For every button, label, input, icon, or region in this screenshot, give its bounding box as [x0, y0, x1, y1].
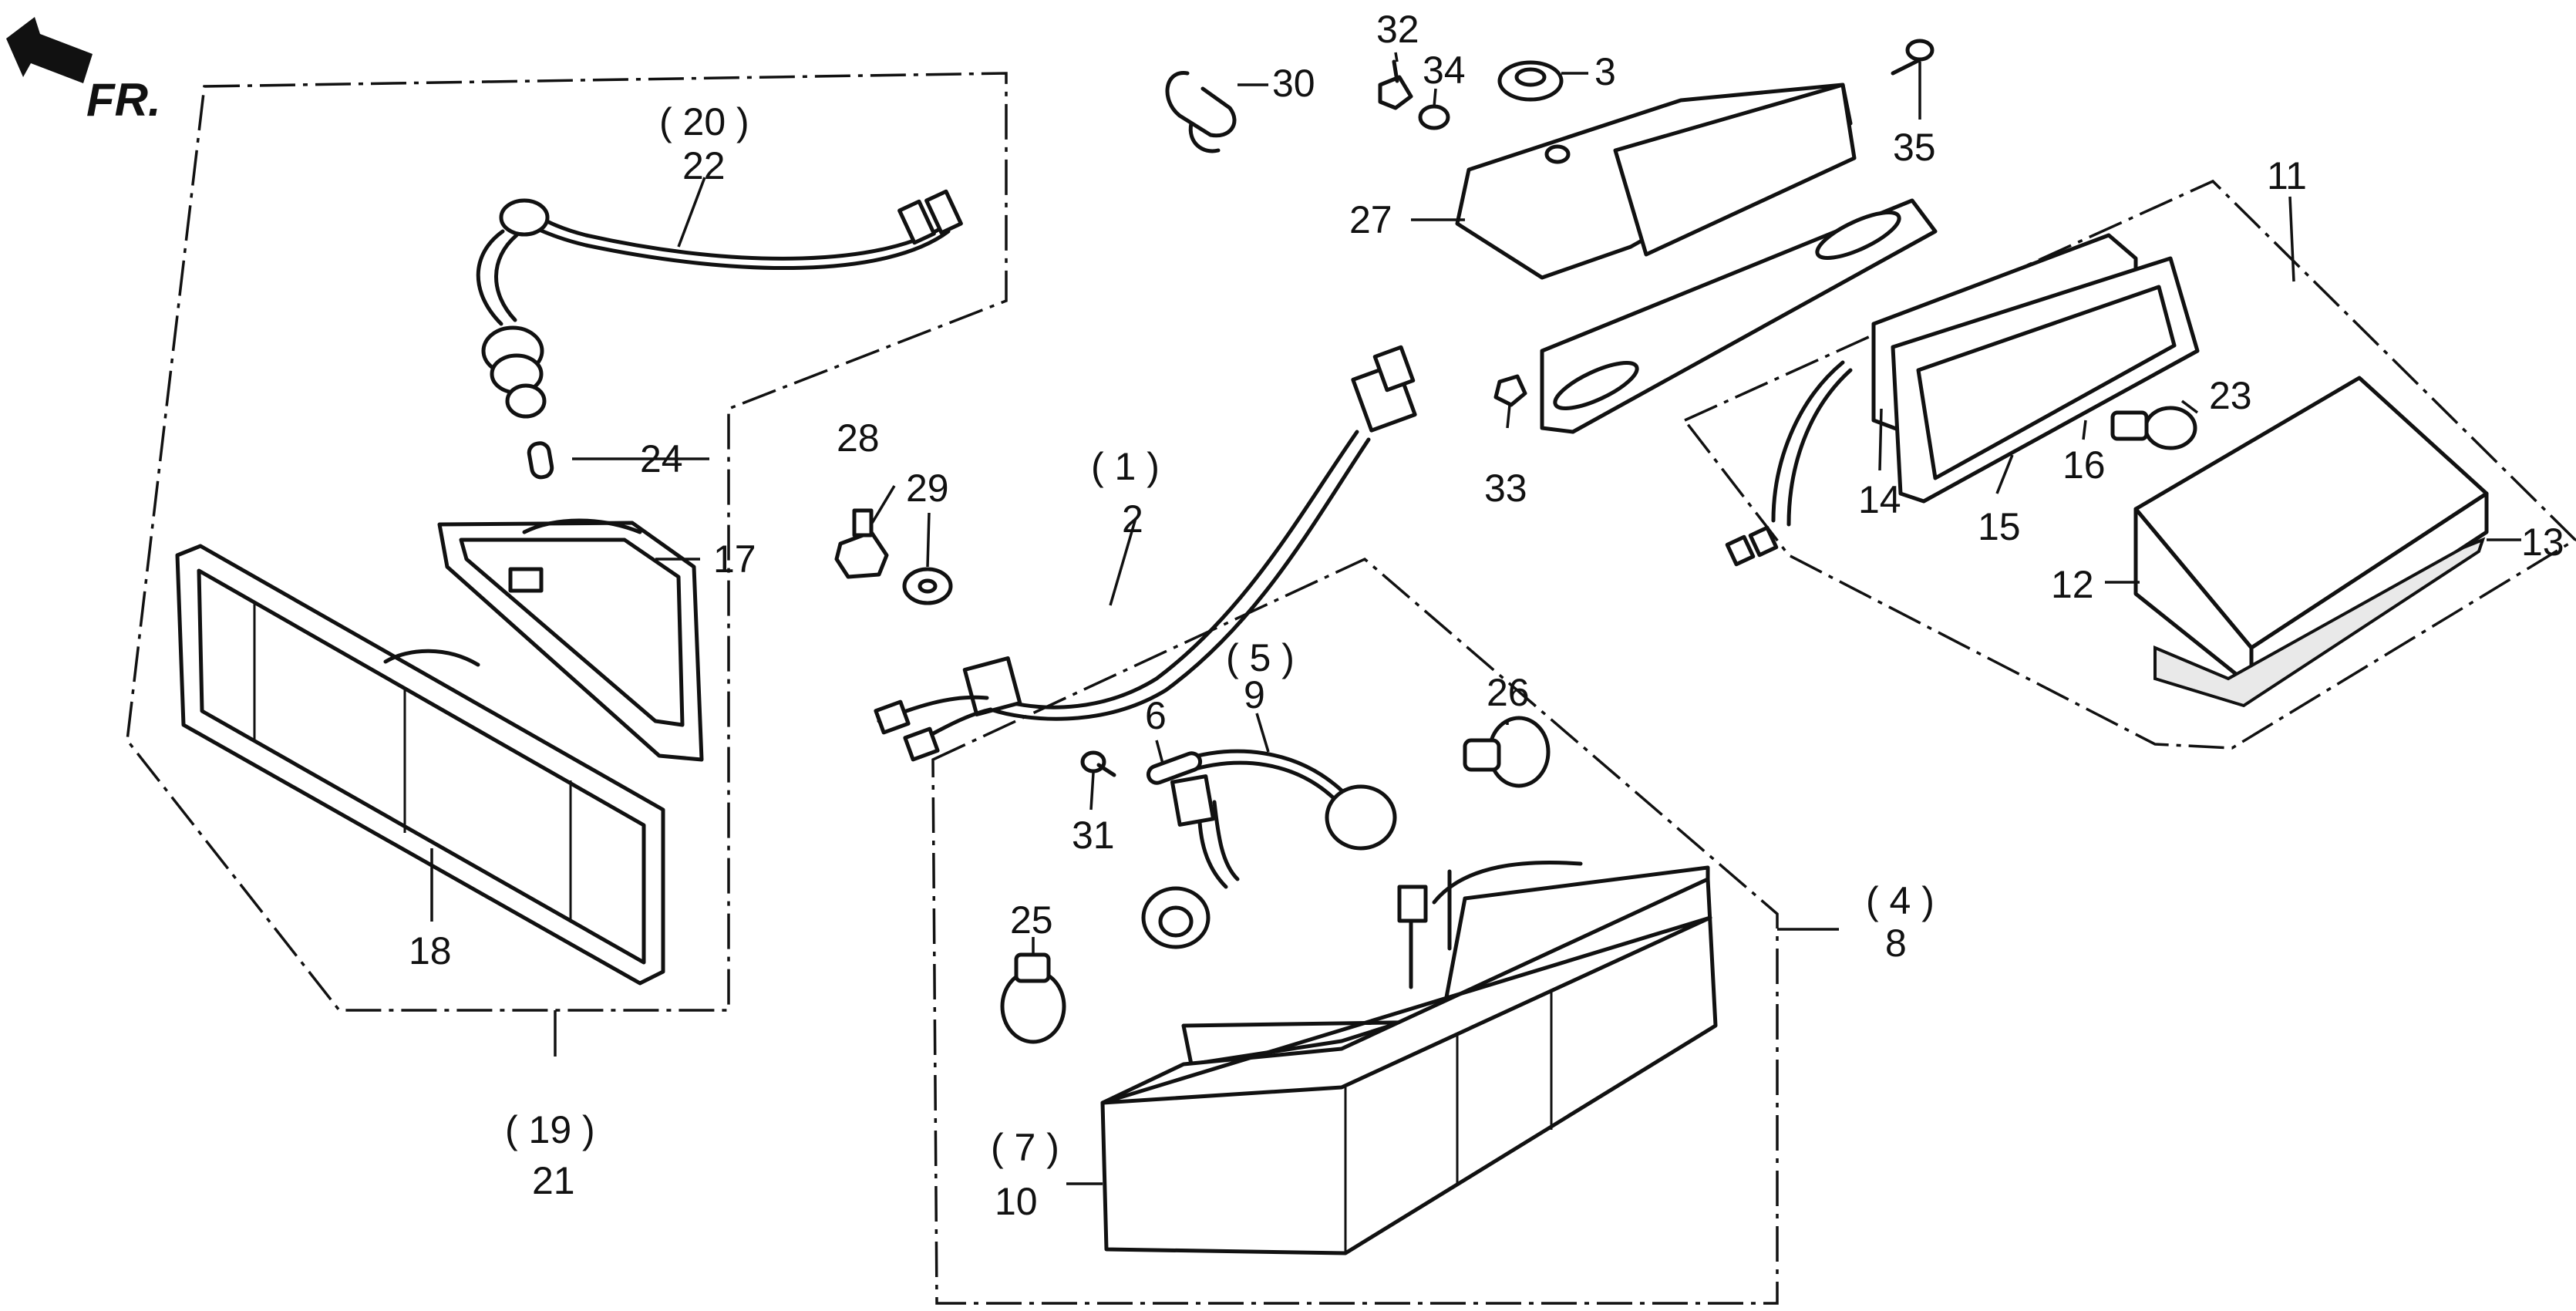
- callout-9: 9: [1244, 673, 1265, 716]
- callout-19: ( 19 ): [505, 1108, 595, 1151]
- bolt-35: [1891, 39, 1935, 76]
- arrow-icon: [6, 17, 93, 83]
- callout-3: 3: [1594, 50, 1616, 93]
- rear-combination-lens: [1100, 877, 1718, 1255]
- license-socket-wire: [1725, 360, 1853, 567]
- callout-25: 25: [1010, 898, 1053, 942]
- callout-33: 33: [1484, 467, 1527, 510]
- callout-22: 22: [682, 144, 726, 187]
- bulb-25: [1000, 952, 1066, 1044]
- callout-34: 34: [1423, 49, 1466, 92]
- wire-clamp: [1165, 71, 1237, 153]
- callout-23: 23: [2209, 374, 2252, 417]
- harness-clip: [834, 508, 889, 579]
- bolt-small: [1378, 59, 1413, 110]
- license-light-cover: [2133, 376, 2489, 708]
- marker-wire-harness: [476, 189, 963, 419]
- callout-30: 30: [1272, 62, 1315, 105]
- front-direction-label: FR.: [86, 74, 161, 126]
- screw-small: [1080, 750, 1116, 777]
- callout-16: 16: [2062, 443, 2106, 487]
- washer: [902, 567, 953, 605]
- callout-32: 32: [1376, 8, 1419, 51]
- callout-20: ( 20 ): [659, 100, 749, 143]
- callout-5: ( 5 ): [1226, 636, 1295, 679]
- callout-10: 10: [995, 1180, 1038, 1223]
- grommet: [1497, 60, 1564, 102]
- front-direction-arrow: FR.: [6, 17, 161, 126]
- group-outline-front-marker: [126, 72, 1008, 1012]
- marker-lens: [175, 544, 665, 986]
- callout-8: 8: [1885, 922, 1907, 965]
- callout-14: 14: [1858, 478, 1901, 521]
- marker-housing: [437, 518, 704, 762]
- license-light-lens: [1891, 256, 2200, 504]
- callout-18: 18: [409, 929, 452, 972]
- callout-7: ( 7 ): [991, 1126, 1059, 1169]
- callout-35: 35: [1893, 126, 1936, 169]
- callout-12: 12: [2051, 563, 2094, 606]
- bulb-26: [1463, 716, 1551, 788]
- callout-31: 31: [1072, 814, 1115, 857]
- bulb-23: [2110, 406, 2197, 450]
- callout-2: 2: [1122, 497, 1143, 541]
- callout-21: 21: [532, 1159, 575, 1202]
- callout-15: 15: [1978, 505, 2021, 548]
- callout-28: 28: [837, 416, 880, 460]
- washer-small: [1418, 104, 1450, 130]
- callout-29: 29: [906, 467, 949, 510]
- callout-11: 11: [2267, 154, 2307, 197]
- marker-wedge-bulb: [527, 441, 554, 480]
- callout-4: ( 4 ): [1866, 879, 1935, 922]
- license-light-bracket: [1455, 83, 1938, 434]
- rear-main-wire-harness: [874, 345, 1417, 762]
- group-outline-rear-combination: [931, 557, 1779, 1305]
- leader-lines: [430, 52, 2521, 1185]
- callout-26: 26: [1487, 671, 1530, 714]
- callout-13: 13: [2521, 521, 2564, 564]
- callout-24: 24: [640, 437, 683, 480]
- group-outline-license-light: [1682, 179, 2576, 750]
- terminal-plate: [1146, 751, 1203, 785]
- nut-33: [1493, 374, 1527, 407]
- callout-1: ( 1 ): [1091, 445, 1160, 488]
- socket-harness: [1141, 749, 1397, 949]
- callout-6: 6: [1145, 694, 1167, 737]
- callout-27: 27: [1349, 198, 1392, 241]
- callout-17: 17: [713, 538, 756, 581]
- callout-labels: ( 1 ) 2 3 ( 4 ) ( 5 ) 6 ( 7 ) 8 9 10 11 …: [409, 8, 2564, 1223]
